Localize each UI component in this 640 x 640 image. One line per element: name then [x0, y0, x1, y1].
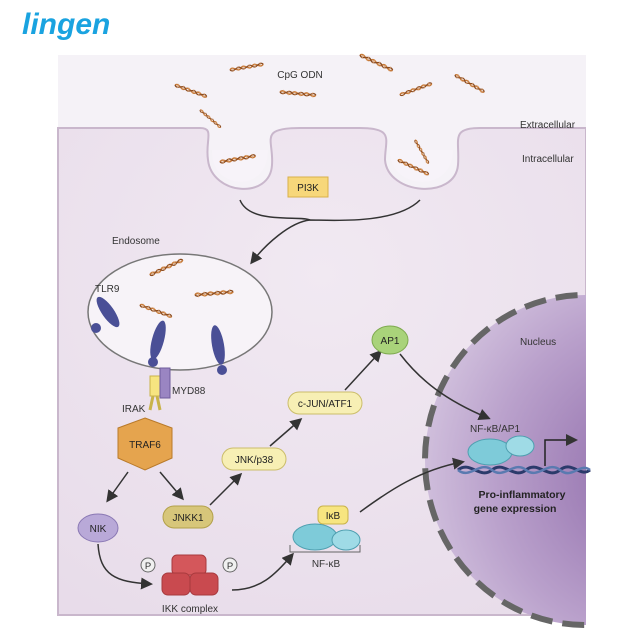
nik-to-ikk-arrow [97, 543, 153, 590]
nfkb-bracket [289, 545, 361, 553]
pi3k-node [287, 176, 329, 198]
extracellular-label: Extracellular [520, 120, 576, 131]
ikk-complex-label: IKK complex [162, 604, 218, 615]
nfkb-label: NF-κB [312, 559, 341, 570]
nfkb-ap1-complex-b [505, 435, 535, 457]
c-jun-atf1-node [287, 391, 363, 415]
nfkb-ap1-complex-a [467, 438, 513, 466]
myd88-node [159, 367, 171, 399]
nucleus-label: Nucleus [520, 337, 556, 348]
endosome [87, 253, 273, 371]
traf6-to-jnkk1-arrow [159, 471, 184, 501]
brand-logo: lingen [22, 8, 110, 41]
transcription-start-arrow [544, 434, 578, 466]
c-jun-atf1-label: c-JUN/ATF1 [298, 399, 353, 410]
myd88-label: MYD88 [172, 386, 206, 397]
vesicle-right [389, 150, 453, 182]
traf6-label: TRAF6 [129, 440, 161, 451]
ap1-to-nucleus-arrow [399, 353, 491, 421]
vesicle-left-arrow [239, 199, 311, 221]
nfkb-to-nucleus-arrow [359, 457, 465, 513]
nik-label: NIK [90, 524, 107, 535]
irak-link [148, 395, 162, 411]
pro-inflammatory-label-line1: Pro-inflammatory [479, 489, 566, 501]
pro-inflammatory-label-line2: gene expression [474, 503, 557, 515]
nik-node [77, 513, 119, 543]
cpg-odn-label: CpG ODN [277, 70, 323, 81]
nfkb-p50 [331, 529, 361, 551]
traf6-node [117, 417, 173, 471]
phospho-right [222, 557, 238, 573]
tlr9-receptor [91, 296, 120, 333]
nfkb-p65 [292, 523, 338, 551]
phospho-right-label: P [227, 561, 233, 572]
jnk-p38-node [221, 447, 287, 471]
ikb-label: IκB [326, 511, 341, 522]
traf6-to-nik-arrow [106, 471, 129, 503]
irak-node [149, 375, 161, 397]
jnkk1-to-jnk-arrow [209, 472, 243, 506]
jnkk1-label: JNKK1 [172, 513, 204, 524]
jnk-to-cjun-arrow [269, 418, 303, 447]
vesicle-to-endosome-arrow [250, 199, 421, 265]
ap1-label: AP1 [381, 336, 400, 347]
ikk-complex [161, 554, 219, 596]
tlr9-receptor [148, 320, 166, 367]
pi3k-label: PI3K [297, 183, 319, 194]
endosome-label: Endosome [112, 236, 160, 247]
jnkk1-node [162, 505, 214, 529]
tlr9-receptor [211, 325, 227, 375]
cjun-to-ap1-arrow [344, 349, 383, 391]
intracellular-label: Intracellular [522, 154, 574, 165]
gene-dna [457, 465, 591, 475]
right-margin [586, 40, 640, 640]
ikk-to-nfkb-arrow [231, 552, 294, 591]
phospho-left [140, 557, 156, 573]
ap1-node [371, 325, 409, 355]
ikb-node [317, 505, 349, 525]
tlr9-label: TLR9 [95, 284, 120, 295]
nfkb-ap1-label: NF-κB/AP1 [470, 424, 520, 435]
phospho-left-label: P [145, 561, 151, 572]
jnk-p38-label: JNK/p38 [235, 455, 274, 466]
irak-label: IRAK [122, 404, 146, 415]
